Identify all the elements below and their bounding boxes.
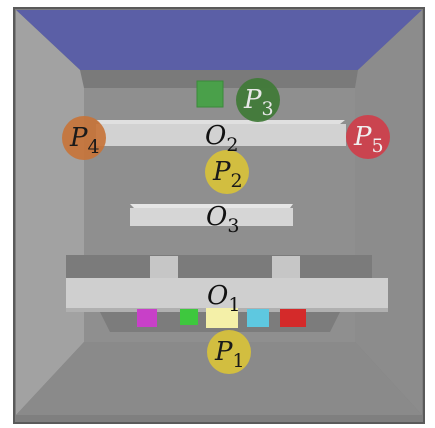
green-cube <box>196 80 224 108</box>
bar-o2 <box>96 124 346 146</box>
point-marker-p5 <box>346 115 390 159</box>
object-label-o2-letter: O <box>205 121 226 151</box>
object-label-o2-subscript: 2 <box>226 134 238 156</box>
point-label-p4-subscript: 4 <box>88 136 100 158</box>
point-label-p4-letter: P <box>69 123 88 153</box>
point-marker-p4 <box>62 116 106 160</box>
point-marker-p2 <box>205 150 249 194</box>
color-swatches <box>137 308 306 328</box>
point-label-p3-letter: P <box>243 85 262 115</box>
object-label-o3: O3 <box>206 202 239 237</box>
object-label-o3-letter: O <box>206 202 227 232</box>
bar-o3-top <box>130 204 293 208</box>
object-label-o2: O2 <box>205 121 238 156</box>
point-label-p2: P2 <box>212 157 243 192</box>
color-swatch <box>206 308 238 328</box>
object-label-o1: O1 <box>207 281 240 316</box>
point-marker-p3 <box>236 78 280 122</box>
point-label-p4: P4 <box>69 123 100 158</box>
color-swatch <box>280 309 306 327</box>
object-label-o1-subscript: 1 <box>228 294 240 316</box>
point-label-p5-letter: P <box>353 122 372 152</box>
point-label-p1-subscript: 1 <box>233 350 245 372</box>
point-label-p5: P5 <box>353 122 384 157</box>
point-label-p5-subscript: 5 <box>372 135 384 157</box>
color-swatch <box>247 309 269 327</box>
floor <box>16 342 422 415</box>
bar-o1 <box>66 278 388 308</box>
color-swatch <box>137 309 157 327</box>
post-right <box>272 256 300 278</box>
right-wall <box>355 10 422 415</box>
point-label-p1: P1 <box>214 337 245 372</box>
ceiling <box>16 10 422 70</box>
ceiling-back-edge <box>80 70 358 88</box>
point-label-p1-letter: P <box>214 337 233 367</box>
point-marker-p1 <box>207 330 251 374</box>
object-label-o3-subscript: 3 <box>227 215 239 237</box>
post-left <box>150 256 178 278</box>
bottom-shelf-back <box>66 255 372 278</box>
bar-o2-top <box>96 120 345 124</box>
point-label-p2-letter: P <box>212 157 231 187</box>
point-label-p2-subscript: 2 <box>231 170 243 192</box>
left-wall <box>16 10 84 415</box>
object-label-o1-letter: O <box>207 281 228 311</box>
point-label-p3: P3 <box>243 85 274 120</box>
color-swatch <box>180 309 198 325</box>
point-label-p3-subscript: 3 <box>262 98 274 120</box>
bar-o3 <box>130 208 293 226</box>
